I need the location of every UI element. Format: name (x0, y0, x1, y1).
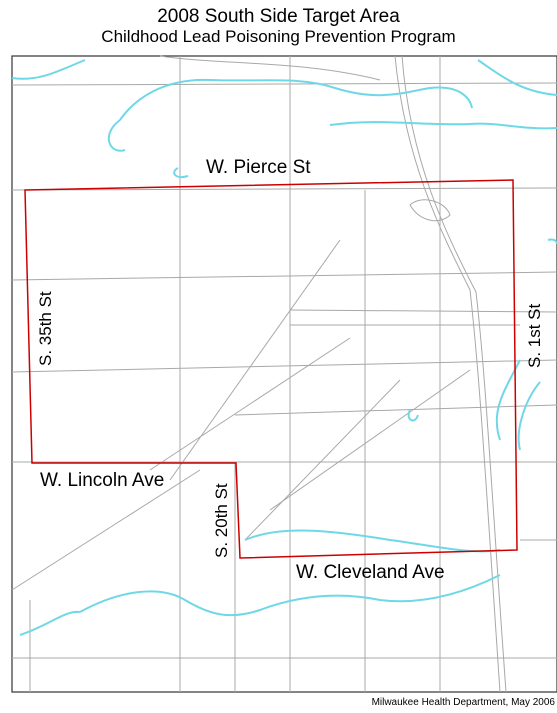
street-line (149, 337, 351, 471)
map-title: 2008 South Side Target Area (157, 6, 400, 27)
street-line (11, 82, 557, 86)
river-line (119, 78, 473, 121)
street-network (11, 55, 557, 693)
street-line (169, 239, 341, 481)
river-line (107, 119, 126, 152)
river-line (329, 121, 557, 130)
street-line (11, 469, 201, 591)
freeway-line (394, 55, 501, 693)
river-line (244, 529, 501, 553)
waterways (11, 59, 557, 636)
target-area-boundary (24, 179, 518, 559)
street-label-pierce: W. Pierce St (206, 157, 311, 178)
street-label-lincoln: W. Lincoln Ave (40, 470, 165, 491)
map-frame (11, 55, 557, 693)
river-line (79, 574, 501, 617)
street-line (244, 379, 401, 541)
street-label-cleveland: W. Cleveland Ave (296, 562, 445, 583)
river-line (477, 59, 557, 96)
street-label-20th: S. 20th St (212, 483, 231, 558)
freeway-line (401, 55, 507, 693)
pond-outline (407, 409, 419, 422)
street-line (269, 369, 471, 511)
street-line (11, 271, 557, 281)
river-line (547, 238, 557, 245)
street-line (234, 404, 557, 416)
river-line (517, 381, 541, 451)
river-line (19, 610, 81, 636)
map-subtitle: Childhood Lead Poisoning Prevention Prog… (101, 27, 456, 46)
river-line (495, 359, 521, 441)
street-line (159, 55, 381, 81)
street-line (11, 359, 557, 373)
street-label-35th: S. 35th St (36, 291, 55, 366)
map-credit: Milwaukee Health Department, May 2006 (371, 697, 555, 708)
street-label-1st: S. 1st St (525, 303, 544, 368)
interchange-loop (409, 199, 451, 222)
pond-outline (173, 167, 189, 178)
street-line (11, 187, 557, 191)
street-line (289, 309, 557, 313)
river-line (11, 59, 86, 80)
